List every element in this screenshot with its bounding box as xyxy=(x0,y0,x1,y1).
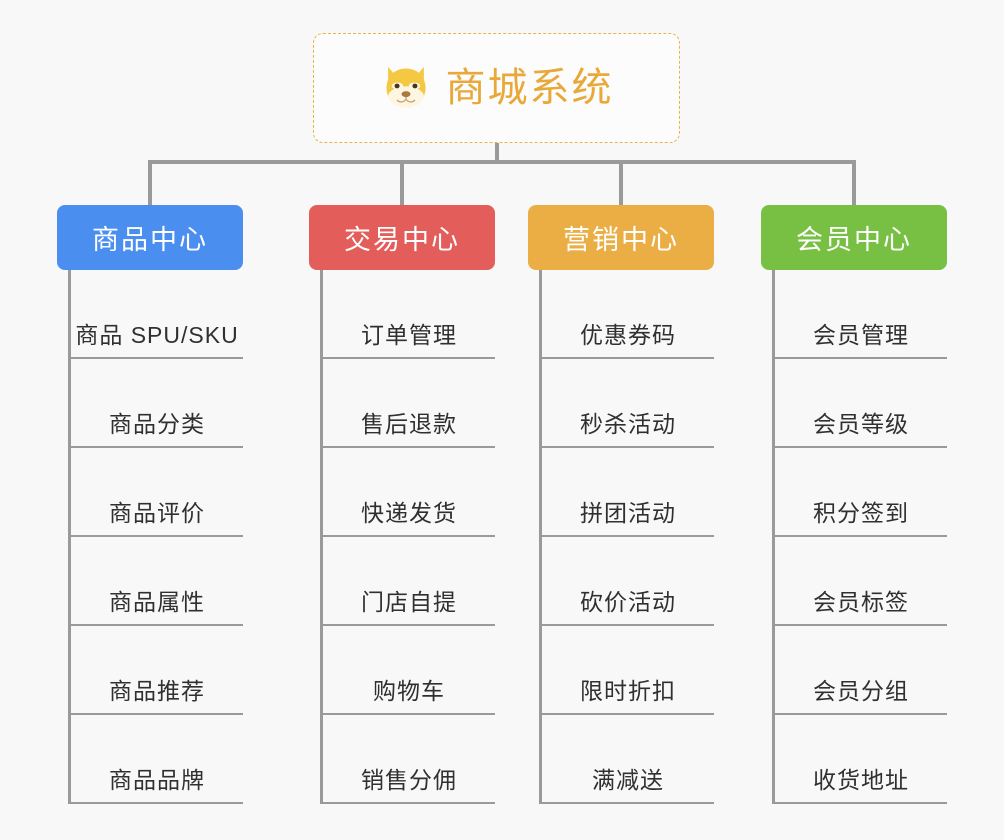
connector-drop-4 xyxy=(852,160,856,205)
item-label: 门店自提 xyxy=(361,589,457,615)
item-label: 商品 SPU/SKU xyxy=(75,322,239,348)
category-header-marketing-center[interactable]: 营销中心 xyxy=(528,205,714,270)
item-label: 售后退款 xyxy=(361,411,457,437)
item-label: 满减送 xyxy=(592,767,664,793)
item-label: 拼团活动 xyxy=(580,500,676,526)
list-item[interactable]: 会员等级 xyxy=(775,359,947,448)
category-label: 营销中心 xyxy=(563,225,679,255)
connector-drop-3 xyxy=(619,160,623,205)
item-label: 商品推荐 xyxy=(109,678,205,704)
item-label: 会员分组 xyxy=(813,678,909,704)
list-item[interactable]: 会员管理 xyxy=(775,270,947,359)
item-label: 积分签到 xyxy=(813,500,909,526)
list-item[interactable]: 商品推荐 xyxy=(71,626,243,715)
list-item[interactable]: 商品分类 xyxy=(71,359,243,448)
list-item[interactable]: 售后退款 xyxy=(323,359,495,448)
list-item[interactable]: 商品 SPU/SKU xyxy=(71,270,243,359)
category-label: 会员中心 xyxy=(796,225,912,255)
list-item[interactable]: 满减送 xyxy=(542,715,714,804)
item-list: 会员管理 会员等级 积分签到 会员标签 会员分组 收货地址 xyxy=(772,270,947,804)
list-item[interactable]: 快递发货 xyxy=(323,448,495,537)
item-label: 会员等级 xyxy=(813,411,909,437)
item-label: 商品分类 xyxy=(109,411,205,437)
list-item[interactable]: 拼团活动 xyxy=(542,448,714,537)
item-label: 销售分佣 xyxy=(361,767,457,793)
list-item[interactable]: 砍价活动 xyxy=(542,537,714,626)
item-label: 商品品牌 xyxy=(109,767,205,793)
category-label: 商品中心 xyxy=(92,225,208,255)
list-item[interactable]: 购物车 xyxy=(323,626,495,715)
list-item[interactable]: 销售分佣 xyxy=(323,715,495,804)
item-label: 快递发货 xyxy=(361,500,457,526)
item-label: 会员管理 xyxy=(813,322,909,348)
shiba-dog-face-icon xyxy=(386,66,425,108)
list-item[interactable]: 商品属性 xyxy=(71,537,243,626)
list-item[interactable]: 会员标签 xyxy=(775,537,947,626)
root-node[interactable]: 商城系统 xyxy=(313,33,680,143)
list-item[interactable]: 门店自提 xyxy=(323,537,495,626)
list-item[interactable]: 商品评价 xyxy=(71,448,243,537)
branch-column: 交易中心 订单管理 售后退款 快递发货 门店自提 购物车 销售分佣 xyxy=(309,205,495,804)
item-list: 商品 SPU/SKU 商品分类 商品评价 商品属性 商品推荐 商品品牌 xyxy=(68,270,243,804)
root-title: 商城系统 xyxy=(445,66,614,110)
connector-bus xyxy=(148,160,856,164)
branch-column: 商品中心 商品 SPU/SKU 商品分类 商品评价 商品属性 商品推荐 商品品牌 xyxy=(57,205,243,804)
connector-drop-1 xyxy=(148,160,152,205)
list-item[interactable]: 限时折扣 xyxy=(542,626,714,715)
category-header-trade-center[interactable]: 交易中心 xyxy=(309,205,495,270)
item-label: 商品评价 xyxy=(109,500,205,526)
list-item[interactable]: 优惠券码 xyxy=(542,270,714,359)
item-label: 商品属性 xyxy=(109,589,205,615)
item-list: 优惠券码 秒杀活动 拼团活动 砍价活动 限时折扣 满减送 xyxy=(539,270,714,804)
connector-drop-2 xyxy=(400,160,404,205)
branch-column: 营销中心 优惠券码 秒杀活动 拼团活动 砍价活动 限时折扣 满减送 xyxy=(528,205,714,804)
list-item[interactable]: 积分签到 xyxy=(775,448,947,537)
item-list: 订单管理 售后退款 快递发货 门店自提 购物车 销售分佣 xyxy=(320,270,495,804)
item-label: 砍价活动 xyxy=(580,589,676,615)
list-item[interactable]: 商品品牌 xyxy=(71,715,243,804)
item-label: 订单管理 xyxy=(361,322,457,348)
list-item[interactable]: 会员分组 xyxy=(775,626,947,715)
branch-column: 会员中心 会员管理 会员等级 积分签到 会员标签 会员分组 收货地址 xyxy=(761,205,947,804)
list-item[interactable]: 订单管理 xyxy=(323,270,495,359)
category-header-product-center[interactable]: 商品中心 xyxy=(57,205,243,270)
item-label: 购物车 xyxy=(373,678,445,704)
item-label: 收货地址 xyxy=(813,767,909,793)
item-label: 秒杀活动 xyxy=(580,411,676,437)
item-label: 优惠券码 xyxy=(580,322,676,348)
list-item[interactable]: 收货地址 xyxy=(775,715,947,804)
category-header-member-center[interactable]: 会员中心 xyxy=(761,205,947,270)
category-label: 交易中心 xyxy=(344,225,460,255)
item-label: 限时折扣 xyxy=(580,678,676,704)
connector-stem xyxy=(495,143,499,164)
item-label: 会员标签 xyxy=(813,589,909,615)
list-item[interactable]: 秒杀活动 xyxy=(542,359,714,448)
